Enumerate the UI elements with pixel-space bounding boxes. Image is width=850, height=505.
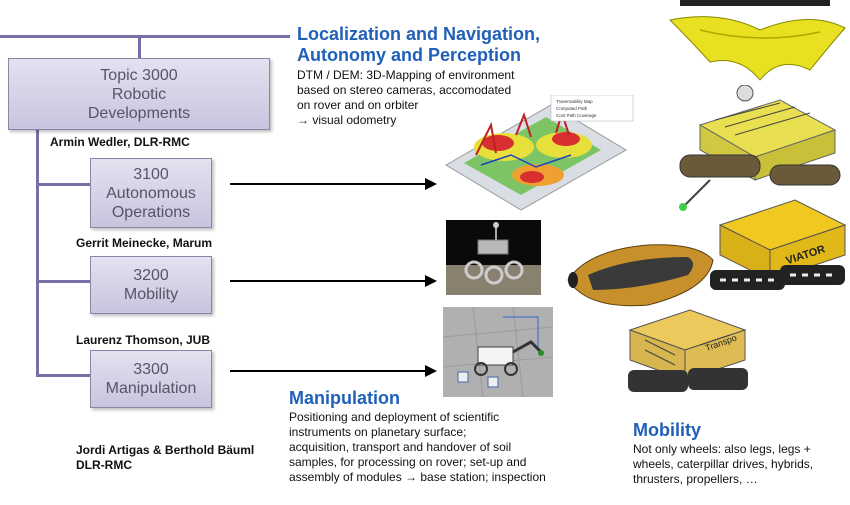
mobility-title: Mobility bbox=[633, 420, 701, 440]
subtopic-3300-lead2: DLR-RMC bbox=[76, 458, 132, 472]
subtopic-3300-name: Manipulation bbox=[105, 380, 197, 397]
rover-photo-image bbox=[446, 220, 541, 295]
top-connector-line bbox=[0, 35, 290, 38]
subtopic-3100-name1: Autonomous bbox=[106, 184, 196, 202]
branch-3200-line bbox=[36, 280, 92, 283]
subtopic-3100-lead: Gerrit Meinecke, Marum bbox=[76, 236, 213, 250]
localization-title-line1: Localization and Navigation, bbox=[297, 24, 541, 44]
terrain-map-image: Traversability Map Computed Path Cost Pa… bbox=[445, 95, 634, 211]
arrow-3300 bbox=[230, 365, 437, 377]
viator-vehicle-image: VIATOR bbox=[710, 199, 847, 290]
branch-3100-line bbox=[36, 183, 92, 186]
subtopic-3100-box: 3100 Autonomous Operations bbox=[90, 158, 212, 228]
map-legend-1: Traversability Map bbox=[556, 99, 593, 104]
topic-name-line1: Robotic bbox=[111, 85, 167, 103]
subtopic-3300-number: 3300 bbox=[133, 361, 169, 378]
subtopic-3200-number: 3200 bbox=[133, 267, 169, 284]
manipulation-title: Manipulation bbox=[289, 388, 400, 408]
subtopic-3200-name: Mobility bbox=[123, 286, 179, 303]
ray-shaped-robot-image bbox=[668, 0, 846, 81]
manipulation-body: Positioning and deployment of scientific… bbox=[289, 410, 546, 484]
transporter-vehicle-image: Transpo bbox=[628, 309, 748, 392]
subtopic-3200-box: 3200 Mobility bbox=[90, 256, 212, 314]
topic-lead: Armin Wedler, DLR-RMC bbox=[50, 135, 190, 149]
topic-3000-box: Topic 3000 Robotic Developments bbox=[8, 58, 270, 130]
mobility-body: Not only wheels: also legs, legs + wheel… bbox=[633, 442, 814, 486]
subtopic-3100-name2: Operations bbox=[111, 203, 191, 221]
tracked-robot-image bbox=[679, 85, 841, 211]
branch-3300-line bbox=[36, 374, 92, 377]
topic-number: Topic 3000 bbox=[100, 66, 178, 84]
topic-name-line2: Developments bbox=[87, 104, 191, 122]
underwater-vehicle-image bbox=[567, 244, 714, 307]
tree-vertical-line bbox=[36, 130, 39, 376]
localization-title-line2: Autonomy and Perception bbox=[297, 45, 522, 65]
subtopic-3100-number: 3100 bbox=[133, 165, 169, 183]
topic-drop-line bbox=[138, 35, 141, 59]
subtopic-3300-lead1: Jordi Artigas & Berthold Bäuml bbox=[76, 443, 255, 457]
subtopic-3200-lead: Laurenz Thomson, JUB bbox=[76, 333, 211, 347]
subtopic-3300-box: 3300 Manipulation bbox=[90, 350, 212, 408]
map-legend-2: Computed Path bbox=[556, 106, 588, 111]
localization-body: DTM / DEM: 3D-Mapping of environment bas… bbox=[297, 68, 515, 127]
manipulator-simulation-image bbox=[443, 307, 553, 397]
map-legend-3: Cost Path Coverage bbox=[556, 113, 597, 118]
arrow-3200 bbox=[230, 275, 437, 287]
arrow-3100 bbox=[230, 178, 437, 190]
